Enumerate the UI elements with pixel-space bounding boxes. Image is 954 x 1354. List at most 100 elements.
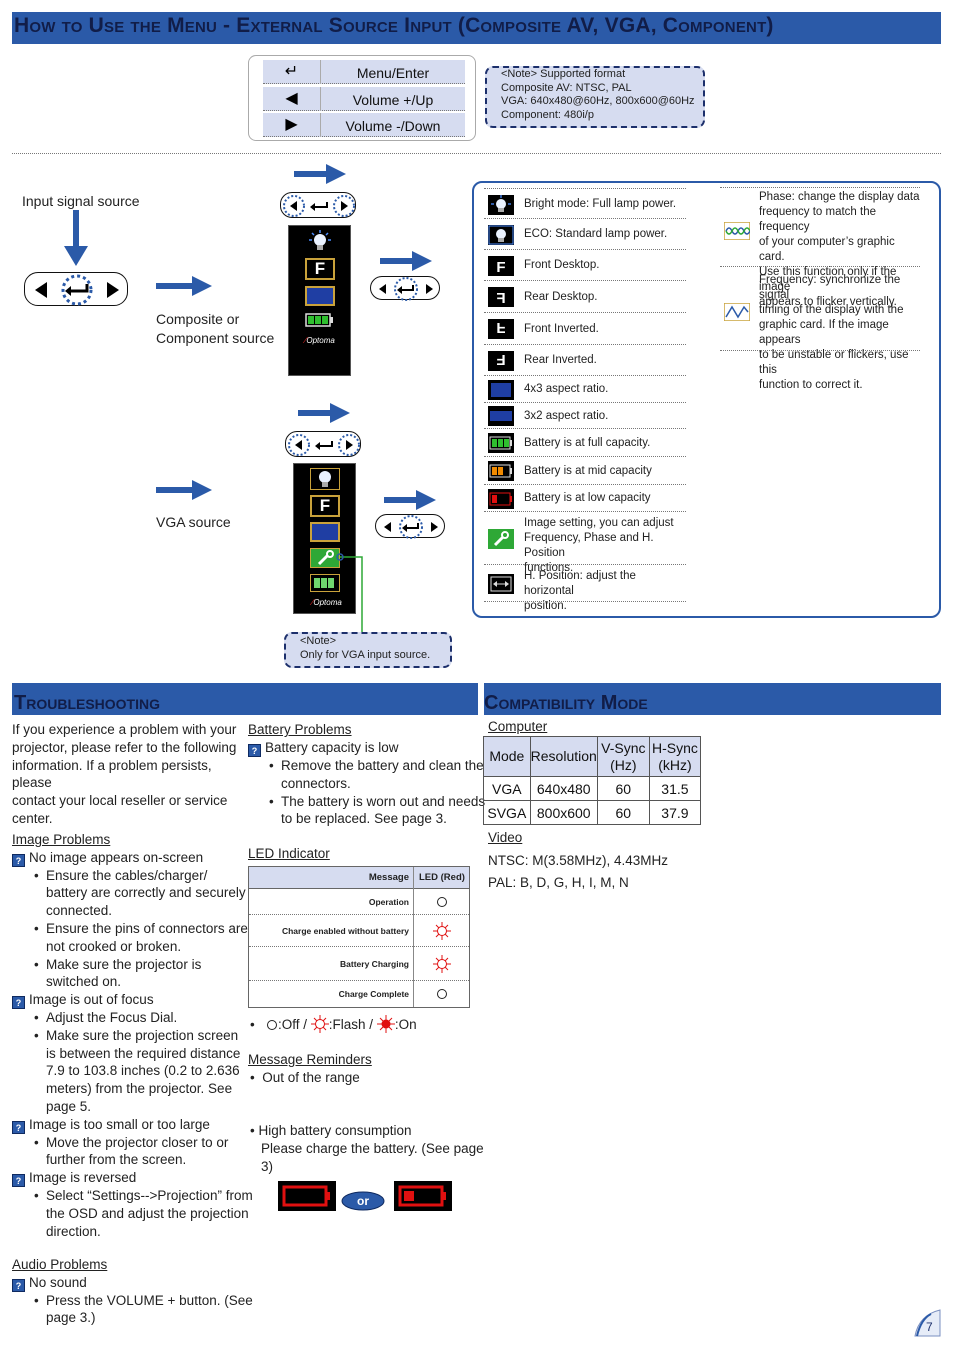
troubleshooting-title: Troubleshooting <box>14 692 160 714</box>
aspect-4x3-icon <box>488 379 514 400</box>
right-arrow-icon <box>384 490 436 510</box>
led-flash-icon <box>433 922 451 940</box>
legend-icon-wrap: F <box>488 255 514 281</box>
front-inverted-icon: F <box>488 319 514 339</box>
table-cell: SVGA <box>483 800 531 825</box>
bullet-line: •Ensure the pins of connectors are <box>34 920 248 938</box>
key-label: Volume +/Up <box>352 92 434 108</box>
low-battery-graphic <box>278 1181 452 1211</box>
connector-line <box>336 553 363 633</box>
question-text: Image is reversed <box>29 1170 137 1186</box>
frequency-row: Frequency: synchronize the signal timing… <box>720 269 920 391</box>
bullet-text: direction. <box>46 1223 101 1239</box>
note-line: Component: 480i/p <box>501 108 594 121</box>
bullet-text: page 3.) <box>46 1310 96 1326</box>
battery-low-icon <box>488 488 514 509</box>
bullet-text: the OSD and adjust the projection <box>46 1205 249 1221</box>
brand-text: Optoma <box>306 336 335 345</box>
led-row: Operation <box>249 889 469 915</box>
bullet-text: connected. <box>46 903 113 919</box>
legend-icon-wrap <box>488 488 514 514</box>
question-text: Image is out of focus <box>29 992 154 1008</box>
trouble-intro: If you experience a problem with your pr… <box>12 721 237 828</box>
page-number: 7 <box>926 1320 933 1334</box>
bullet-text: Move the projector closer to or <box>46 1134 229 1150</box>
intro-line: contact your local reseller or service <box>12 793 228 809</box>
bullet-text: not crooked or broken. <box>46 938 182 954</box>
legend-flash-text: :Flash / <box>328 1017 374 1032</box>
phase-line: of your computer’s graphic card. <box>759 236 895 263</box>
hposition-icon <box>488 573 514 594</box>
bullet-text: Make sure the projector is <box>46 956 202 972</box>
bullet-icon: • <box>269 793 274 809</box>
reminder-1: • Out of the range <box>250 1070 360 1085</box>
led-message: Operation <box>368 897 409 907</box>
legend-icon-wrap: F <box>488 350 514 376</box>
right-arrow-icon <box>380 251 432 271</box>
input-signal-label: Input signal source <box>22 193 140 209</box>
legend-row: 3x2 aspect ratio. <box>484 403 686 429</box>
battery-problems-title: Battery Problems <box>248 722 352 737</box>
remote-keys-icon <box>384 515 438 539</box>
compat-table: Mode Resolution V-Sync (Hz) H-Sync (kHz)… <box>483 736 702 825</box>
legend-row: Battery is at full capacity. <box>484 429 686 457</box>
bullet-text: connectors. <box>281 775 351 791</box>
audio-problems-title: Audio Problems <box>12 1257 108 1272</box>
legend-icon-wrap <box>488 573 514 599</box>
bullet-line: •Make sure the projection screen <box>34 1027 238 1045</box>
frequency-line: graphic card. If the image appears <box>759 319 889 346</box>
table-cell: 800x600 <box>529 800 598 825</box>
legend-text: Front Inverted. <box>524 322 599 335</box>
brand-logo: ⁄Optoma <box>312 598 342 607</box>
led-message: Charge Complete <box>338 989 409 999</box>
question: ? Image is reversed <box>12 1169 137 1188</box>
section-bar <box>12 683 941 715</box>
composite-line: Component source <box>156 330 275 346</box>
question-icon: ? <box>12 996 25 1010</box>
question-text: Battery capacity is low <box>265 740 399 755</box>
remote-pad-vga <box>285 431 361 457</box>
note-line: Composite AV: NTSC, PAL <box>501 81 632 94</box>
battery-question: ?Battery capacity is low <box>248 739 399 757</box>
battery-full-icon <box>305 313 333 327</box>
legend-icon-wrap <box>488 406 514 431</box>
key-row-down: ▶ Volume -/Down <box>263 113 465 137</box>
remote-pad-large <box>24 272 128 306</box>
led-row: Charge Complete <box>249 981 469 1007</box>
bullet-text: further from the screen. <box>46 1152 187 1168</box>
bullet-line: page 5. <box>46 1098 91 1116</box>
table-cell: VGA <box>483 776 531 801</box>
led-row: Charge enabled without battery <box>249 915 469 947</box>
right-arrow-icon <box>294 164 346 184</box>
key-row-menu: ↵ Menu/Enter <box>263 60 465 84</box>
led-indicator-title: LED Indicator <box>248 846 330 861</box>
remote-keys-icon <box>288 434 360 456</box>
bullet-text: to be replaced. See page 3. <box>281 811 447 827</box>
ntsc-text: NTSC: M(3.58MHz), 4.43MHz <box>488 853 669 868</box>
bullet-line: •Press the VOLUME + button. (See <box>34 1292 253 1310</box>
intro-line: center. <box>12 810 53 826</box>
bullet-line: •Remove the battery and clean the <box>269 757 484 775</box>
phase-line: Phase: change the display data <box>759 191 920 203</box>
bullet-icon: • <box>34 1188 39 1203</box>
intro-line: projector, please refer to the following <box>12 739 237 755</box>
bullet-line: 7.9 to 103.8 inches (0.2 to 2.636 <box>46 1062 240 1080</box>
computer-title: Computer <box>488 719 548 734</box>
bullet-line: direction. <box>46 1223 101 1241</box>
note-line: Only for VGA input source. <box>300 648 431 661</box>
image-problems-title: Image Problems <box>12 832 111 847</box>
table-cell: 60 <box>596 800 650 825</box>
wrench-icon <box>488 528 514 549</box>
legend-row: F Front Inverted. <box>484 313 686 345</box>
remote-keys-icon <box>283 195 355 217</box>
question: ?No sound <box>12 1274 87 1292</box>
or-badge: or <box>357 1194 369 1208</box>
svg-text:F: F <box>496 319 505 336</box>
question-icon: ? <box>12 1174 25 1188</box>
frequency-line: function to correct it. <box>759 379 863 391</box>
